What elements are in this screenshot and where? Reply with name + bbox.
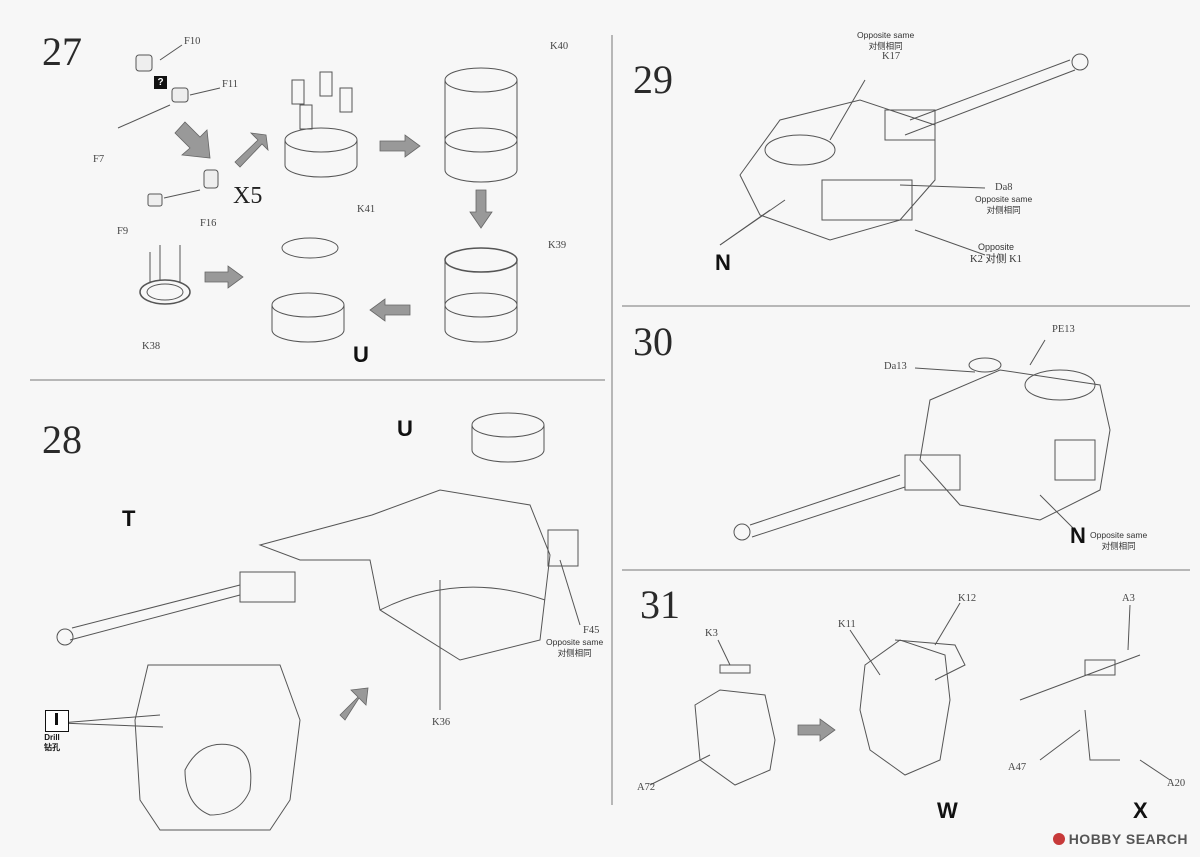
subassembly-u-label: U xyxy=(353,342,369,367)
subassembly-n-label: N xyxy=(715,250,731,275)
part-label-f11: F11 xyxy=(222,79,238,90)
hobby-search-logo-icon xyxy=(1052,833,1065,845)
part-label-a72: A72 xyxy=(637,782,656,793)
part-label-a47: A47 xyxy=(1008,762,1027,773)
part-label-da13: Da13 xyxy=(884,361,907,372)
part-label-f10: F10 xyxy=(184,36,201,47)
part-label-a3: A3 xyxy=(1122,593,1135,604)
subassembly-n-ref: N xyxy=(1070,523,1086,548)
multiplier-x5: X5 xyxy=(233,183,263,209)
part-label-f7: F7 xyxy=(93,154,105,165)
step30-turret xyxy=(733,339,1111,541)
part-label-k11: K11 xyxy=(838,619,856,630)
part-label-k38: K38 xyxy=(142,341,161,352)
part-label-k39: K39 xyxy=(548,240,567,251)
part-label-f9: F9 xyxy=(117,226,129,237)
step-number-28: 28 xyxy=(42,417,82,462)
part-label-f16: F16 xyxy=(200,218,217,229)
part-label-k12: K12 xyxy=(958,593,977,604)
step-number-30: 30 xyxy=(633,319,673,364)
part-label-pe13: PE13 xyxy=(1052,324,1075,335)
subassembly-w-label: W xyxy=(937,798,958,823)
part-label-k40: K40 xyxy=(550,41,569,52)
step-number-31: 31 xyxy=(640,582,680,627)
subassembly-u-ref: U xyxy=(397,416,413,441)
part-label-a20: A20 xyxy=(1167,778,1186,789)
part-label-k3: K3 xyxy=(705,628,718,639)
part-label-k41: K41 xyxy=(357,204,376,215)
step29-turret xyxy=(719,53,1089,256)
part-label-f45: F45 xyxy=(583,625,600,636)
part-label-k36: K36 xyxy=(432,717,451,728)
subassembly-t-label: T xyxy=(122,506,136,531)
step-number-27: 27 xyxy=(42,29,82,74)
step31-parts xyxy=(649,602,1171,786)
subassembly-x-label: X xyxy=(1133,798,1148,823)
step28-turret xyxy=(56,412,581,831)
drill-icon xyxy=(45,710,69,732)
watermark: HOBBY SEARCH xyxy=(1052,831,1188,847)
question-mark-icon: ? xyxy=(154,76,167,89)
part-label-k17: K17 xyxy=(882,51,901,62)
step27-parts xyxy=(117,44,518,343)
step-number-29: 29 xyxy=(633,57,673,102)
part-label-da8: Da8 xyxy=(995,182,1013,193)
